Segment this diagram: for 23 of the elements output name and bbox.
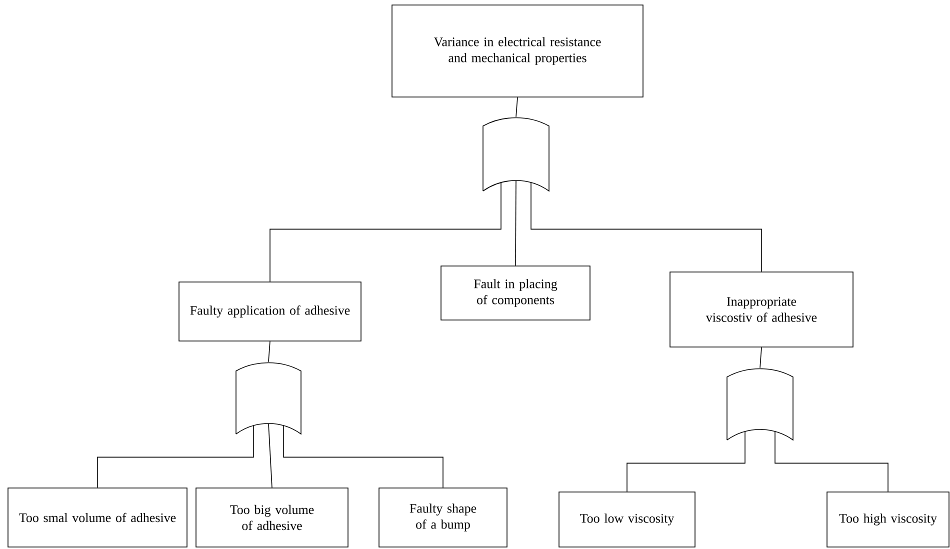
event-box: Too high viscosity <box>826 492 950 548</box>
connector-line <box>97 424 254 488</box>
event-box: Variance in electrical resistance and mechanical properties <box>392 4 644 98</box>
event-box: Fault in placing of components <box>440 266 590 320</box>
connector-line <box>268 341 270 362</box>
event-box: Too big volume of adhesive <box>196 488 348 548</box>
event-box: Too low viscosity <box>558 492 696 548</box>
connector-line <box>516 97 518 118</box>
or-gate <box>726 368 794 440</box>
connector-line <box>270 182 502 282</box>
event-box: Faulty application of adhesive <box>178 282 362 342</box>
event-box: Inappropriate viscostiv of adhesive <box>670 272 854 348</box>
or-gate <box>236 362 302 434</box>
connector-line <box>760 347 762 368</box>
or-gate <box>482 117 550 192</box>
connector-line <box>515 180 516 266</box>
connector-line <box>774 430 888 492</box>
connector-line <box>283 424 444 488</box>
event-box: Faulty shape of a bump <box>378 488 508 548</box>
connector-line <box>626 430 746 492</box>
event-box: Too smal volume of adhesive <box>8 488 188 548</box>
connector-line <box>530 182 762 272</box>
connector-line <box>268 423 272 488</box>
